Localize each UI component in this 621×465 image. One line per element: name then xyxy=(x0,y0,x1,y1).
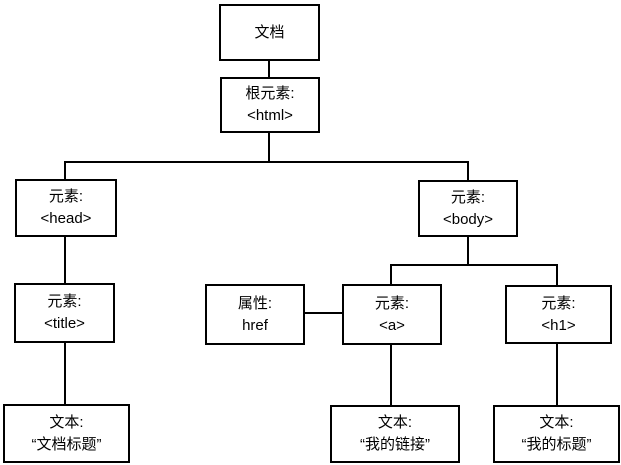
node-root-type: 根元素: xyxy=(245,85,295,102)
node-document: 文档 xyxy=(219,4,320,61)
node-href-value: href xyxy=(242,316,268,334)
connector-head-title xyxy=(64,236,66,284)
node-text-my-link: 文本: “我的链接” xyxy=(330,405,460,463)
node-head-type: 元素: xyxy=(48,188,84,205)
node-head: 元素: <head> xyxy=(15,179,117,237)
node-text-title-value: “文档标题” xyxy=(31,435,102,453)
connector-title-text xyxy=(64,342,66,405)
connector-branch-horizontal-top xyxy=(64,161,469,163)
node-title-tag: <title> xyxy=(44,315,85,332)
node-text-link-value: “我的链接” xyxy=(360,436,430,453)
connector-branch-anchor xyxy=(390,264,392,285)
node-root-tag: <html> xyxy=(247,107,293,124)
node-h1-tag: <h1> xyxy=(541,316,576,334)
node-h1: 元素: <h1> xyxy=(505,285,612,344)
node-text-link-type: 文本: xyxy=(377,414,413,431)
node-anchor-tag: <a> xyxy=(379,316,405,334)
connector-root-branch xyxy=(268,131,270,162)
connector-branch-h1 xyxy=(556,264,558,286)
node-body-tag: <body> xyxy=(442,210,494,228)
node-text-my-heading: 文本: “我的标题” xyxy=(493,405,620,463)
node-title: 元素: <title> xyxy=(14,283,115,343)
node-text-heading-type: 文本: xyxy=(539,414,574,431)
node-text-heading-value: “我的标题” xyxy=(521,436,592,453)
node-text-title-type: 文本: xyxy=(49,413,84,431)
node-anchor: 元素: <a> xyxy=(342,284,442,345)
node-title-type: 元素: xyxy=(47,293,82,310)
node-href-type: 属性: xyxy=(237,294,273,312)
connector-branch-head xyxy=(64,161,66,180)
connector-anchor-text xyxy=(390,344,392,406)
connector-branch-body xyxy=(467,161,469,181)
connector-h1-text xyxy=(556,343,558,406)
node-document-label: 文档 xyxy=(254,23,285,41)
node-h1-type: 元素: xyxy=(541,294,576,312)
node-head-tag: <head> xyxy=(40,210,92,227)
connector-branch-horizontal-body xyxy=(390,264,558,266)
node-root-html: 根元素: <html> xyxy=(220,77,320,133)
connector-body-branch xyxy=(467,236,469,266)
node-anchor-type: 元素: xyxy=(374,294,410,312)
node-body-type: 元素: xyxy=(450,188,486,206)
node-text-document-title: 文本: “文档标题” xyxy=(3,404,130,463)
node-href-attribute: 属性: href xyxy=(205,284,305,345)
connector-document-root xyxy=(268,59,270,79)
connector-href-anchor xyxy=(304,312,343,314)
node-body: 元素: <body> xyxy=(418,180,518,237)
